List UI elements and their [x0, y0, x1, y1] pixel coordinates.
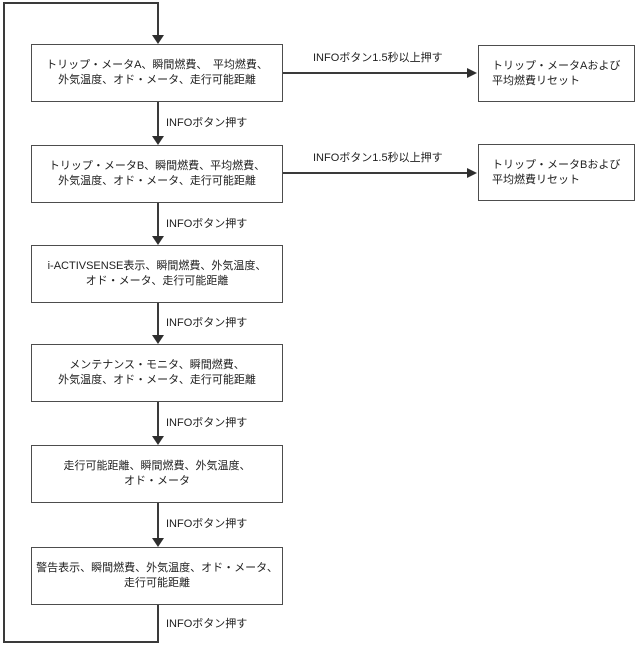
flow-box-reset-trip-b: トリップ・メータBおよび 平均燃費リセット — [478, 144, 635, 201]
flow-box-line: トリップ・メータAおよび — [492, 59, 621, 72]
connector-box5-box6 — [157, 503, 159, 540]
flow-box-warning-display: 警告表示、瞬間燃費、外気温度、オド・メータ、 走行可能距離 — [31, 547, 283, 605]
flow-box-reset-trip-a: トリップ・メータAおよび 平均燃費リセット — [478, 45, 635, 102]
edge-label-info-press: INFOボタン押す — [166, 317, 248, 329]
connector-box2-reset-b — [283, 172, 468, 174]
flow-box-line: 外気温度、オド・メータ、走行可能距離 — [58, 74, 256, 86]
flow-box-i-activsense: i-ACTIVSENSE表示、瞬間燃費、外気温度、 オド・メータ、走行可能距離 — [31, 245, 283, 303]
edge-label-info-press: INFOボタン押す — [166, 218, 248, 230]
connector-box1-box2 — [157, 102, 159, 138]
flow-box-trip-meter-a: トリップ・メータA、瞬間燃費、 平均燃費、 外気温度、オド・メータ、走行可能距離 — [31, 44, 283, 102]
connector-into-box-1 — [157, 2, 159, 37]
flow-box-line: メンテナンス・モニタ、瞬間燃費、 — [69, 359, 245, 371]
flow-box-line: 走行可能距離 — [124, 577, 190, 589]
edge-label-info-press: INFOボタン押す — [166, 417, 248, 429]
flow-box-trip-meter-b: トリップ・メータB、瞬間燃費、平均燃費、 外気温度、オド・メータ、走行可能距離 — [31, 145, 283, 203]
connector-box2-box3 — [157, 203, 159, 238]
flow-box-line: 平均燃費リセット — [492, 74, 580, 87]
flow-box-line: 外気温度、オド・メータ、走行可能距離 — [58, 374, 256, 386]
edge-label-info-long-press: INFOボタン1.5秒以上押す — [313, 52, 443, 64]
arrowhead-right-icon — [467, 168, 477, 178]
loop-line-top — [3, 2, 159, 4]
arrowhead-right-icon — [467, 68, 477, 78]
flow-box-line: トリップ・メータA、瞬間燃費、 平均燃費、 — [46, 59, 268, 71]
flow-box-line: トリップ・メータBおよび — [492, 158, 621, 171]
flow-box-line: 平均燃費リセット — [492, 173, 580, 186]
flow-box-line: 走行可能距離、瞬間燃費、外気温度、 — [63, 460, 251, 472]
connector-box1-reset-a — [283, 72, 468, 74]
loop-line-bottom — [3, 641, 159, 643]
flow-box-line: 外気温度、オド・メータ、走行可能距離 — [58, 175, 256, 187]
flow-box-line: トリップ・メータB、瞬間燃費、平均燃費、 — [48, 160, 266, 172]
arrowhead-down-icon — [152, 538, 164, 547]
connector-box3-box4 — [157, 302, 159, 337]
flow-box-line: i-ACTIVSENSE表示、瞬間燃費、外気温度、 — [47, 260, 267, 272]
flow-box-driving-range: 走行可能距離、瞬間燃費、外気温度、 オド・メータ — [31, 445, 283, 503]
edge-label-info-press: INFOボタン押す — [166, 518, 248, 530]
arrowhead-down-icon — [152, 335, 164, 344]
arrowhead-down-icon — [152, 236, 164, 245]
flow-box-line: 警告表示、瞬間燃費、外気温度、オド・メータ、 — [36, 562, 278, 574]
edge-label-info-press: INFOボタン押す — [166, 618, 248, 630]
arrowhead-down-icon — [152, 436, 164, 445]
flow-box-line: オド・メータ — [124, 475, 190, 487]
arrowhead-down-icon — [152, 35, 164, 44]
connector-box4-box5 — [157, 402, 159, 438]
arrowhead-down-icon — [152, 136, 164, 145]
flow-box-line: オド・メータ、走行可能距離 — [85, 275, 229, 287]
flow-box-maintenance-monitor: メンテナンス・モニタ、瞬間燃費、 外気温度、オド・メータ、走行可能距離 — [31, 344, 283, 402]
loop-line-left — [3, 2, 5, 643]
connector-box6-loop — [157, 605, 159, 643]
edge-label-info-press: INFOボタン押す — [166, 117, 248, 129]
edge-label-info-long-press: INFOボタン1.5秒以上押す — [313, 152, 443, 164]
